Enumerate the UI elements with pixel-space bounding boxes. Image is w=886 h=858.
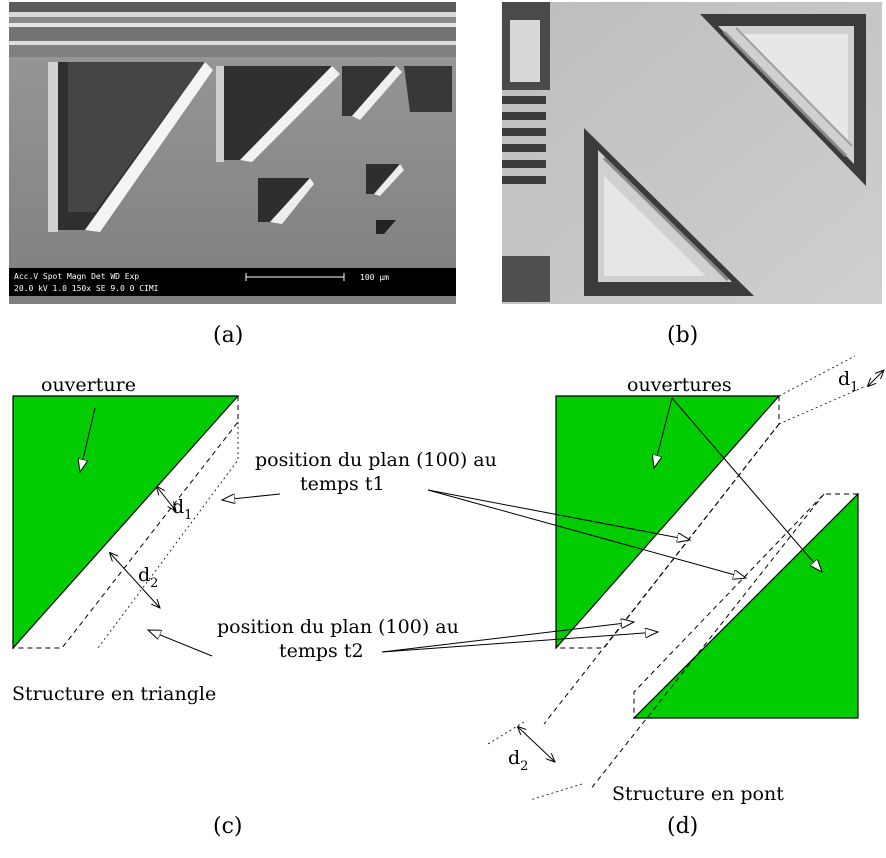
label-position-t1-line1: position du plan (100) au	[255, 449, 497, 471]
label-d2-c: d2	[138, 564, 158, 591]
caption-d: (d)	[667, 814, 698, 839]
caption-a: (a)	[213, 323, 243, 348]
sem-info-row1: Acc.V Spot Magn Det WD Exp	[14, 272, 139, 281]
panel-c-diagram	[12, 395, 281, 657]
label-position-t2-line1: position du plan (100) au	[217, 616, 459, 638]
label-structure-triangle: Structure en triangle	[12, 683, 216, 705]
label-position-t2-line2: temps t2	[279, 640, 364, 662]
d1-dimension-arrow-d	[868, 370, 884, 386]
label-ouvertures: ouvertures	[627, 374, 732, 396]
plane-t1-outline	[13, 396, 239, 649]
label-ouverture: ouverture	[41, 374, 136, 396]
caption-b: (b)	[667, 323, 698, 348]
label-d1-c: d1	[172, 496, 192, 523]
d1-dimension-arrow	[157, 487, 176, 511]
triangle-opening	[12, 395, 240, 650]
sem-scale-label: 100 µm	[360, 273, 389, 282]
bridge-opening-upper	[555, 395, 781, 650]
caption-c: (c)	[213, 814, 243, 839]
bridge-opening-lower	[632, 492, 859, 719]
label-d1-d: d1	[838, 368, 858, 395]
d2-dimension-arrow	[110, 553, 160, 608]
d2-dimension-arrow-d	[518, 727, 555, 762]
sem-info-row2: 20.0 kV 1.0 150x SE 9.0 0 CIMI	[14, 284, 159, 293]
panel-a-sem-image: Acc.V Spot Magn Det WD Exp 20.0 kV 1.0 1…	[9, 2, 456, 304]
label-d2-d: d2	[508, 747, 528, 774]
panel-d-diagram	[381, 355, 884, 801]
panel-b-optical-image	[502, 2, 882, 304]
label-structure-pont: Structure en pont	[612, 783, 784, 805]
label-position-t1-line2: temps t1	[300, 473, 385, 495]
